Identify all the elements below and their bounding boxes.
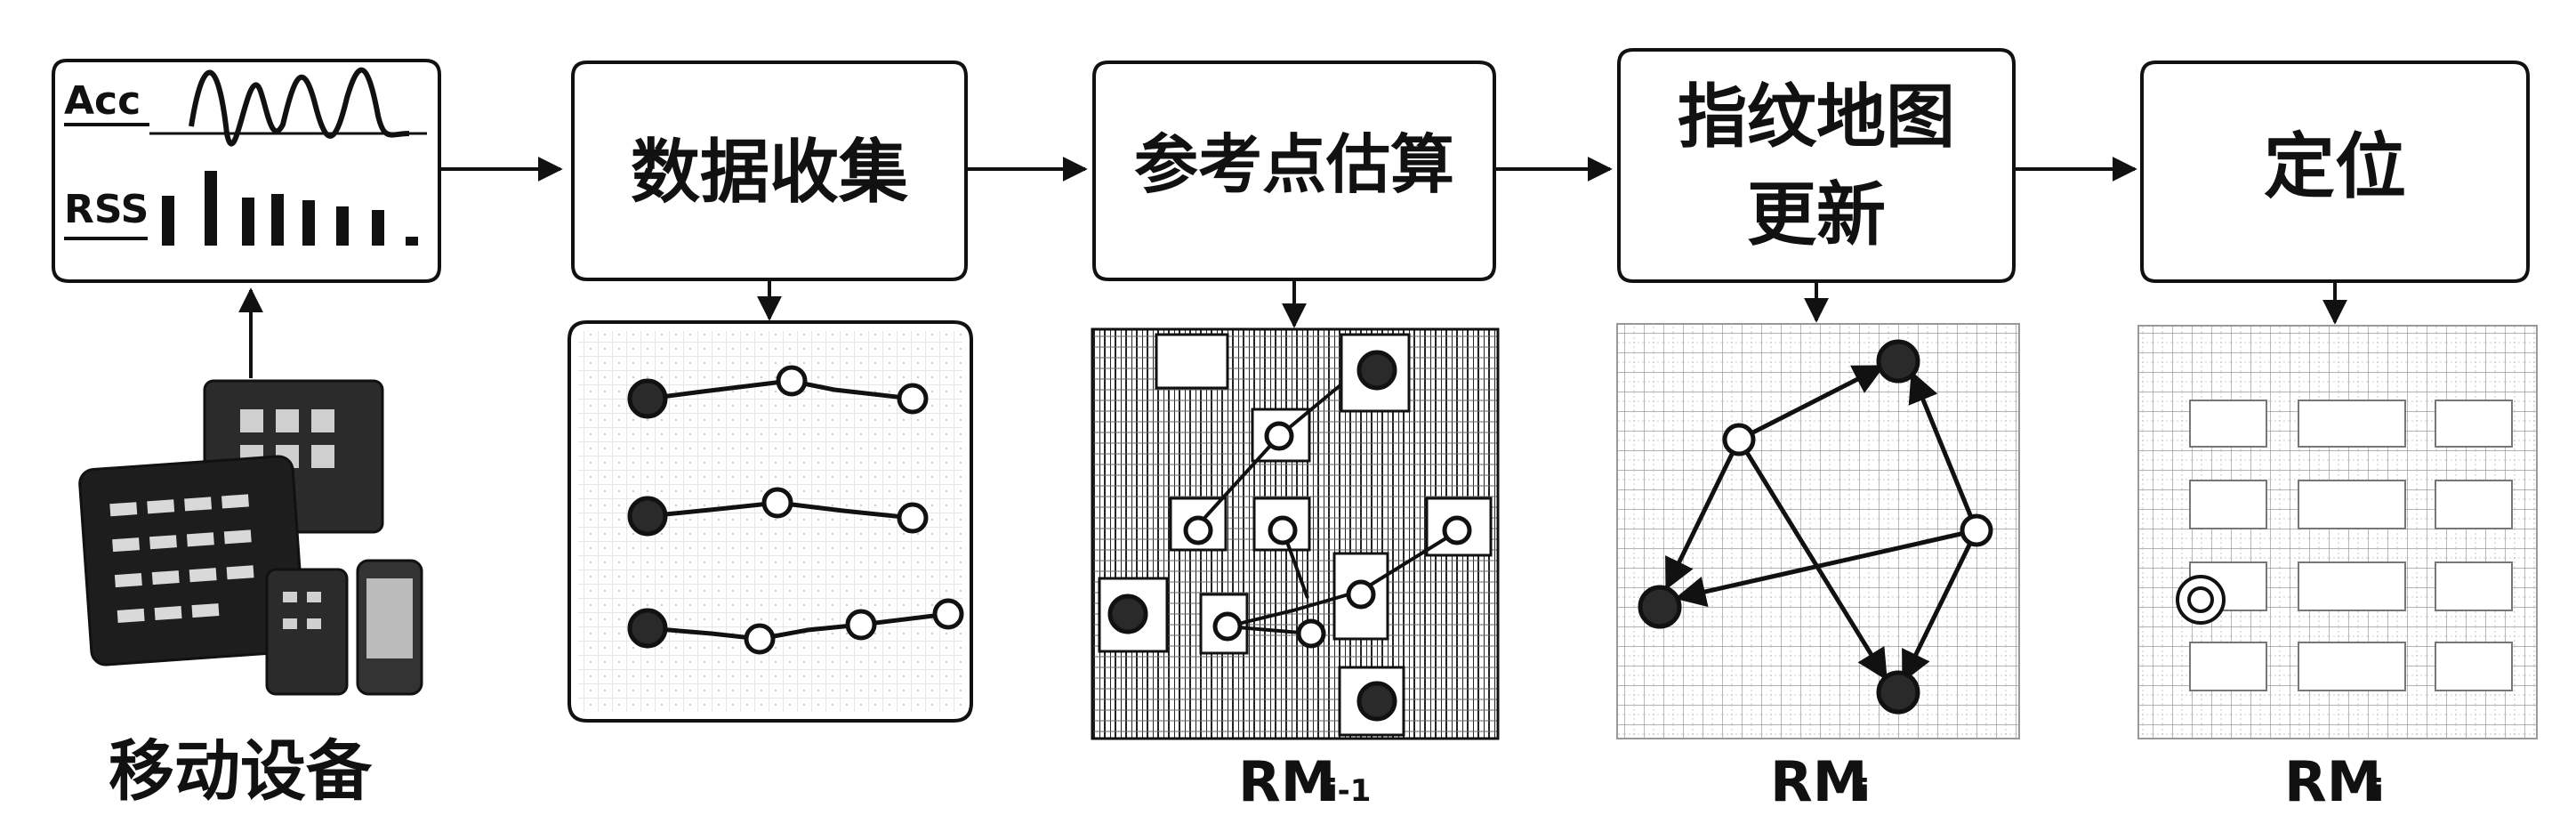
- rm-final-label: RM i: [2284, 749, 2384, 814]
- stage-label-line2: 更新: [1747, 175, 1886, 255]
- sensor-panel: Acc RSS: [52, 59, 441, 283]
- stage-label-line1: 指纹地图: [1678, 77, 1955, 158]
- updated-node-filled: [1876, 670, 1920, 715]
- start-node: [627, 496, 668, 537]
- acc-label: Acc: [64, 78, 141, 124]
- waypoint-node: [897, 502, 929, 534]
- device-label: 移动设备: [109, 733, 373, 810]
- updated-node-filled: [1876, 339, 1920, 384]
- update-arrow: [1674, 528, 1977, 608]
- updated-node-filled: [1638, 585, 1682, 629]
- rss-bar: [242, 198, 254, 246]
- update-arrow: [1736, 438, 1888, 681]
- reference-node-filled: [1107, 594, 1148, 634]
- waypoint-node: [932, 598, 964, 630]
- rss-bar: [271, 194, 284, 246]
- stage-localization: 定位: [2140, 61, 2530, 283]
- rm-final-sub: i: [2373, 773, 2384, 809]
- stage-label: 数据收集: [631, 133, 908, 213]
- stage-reference-point-estimation: 参考点估算: [1092, 61, 1496, 281]
- stage-data-collection: 数据收集: [571, 61, 968, 281]
- reference-node: [1264, 421, 1294, 451]
- reference-node: [1346, 579, 1376, 610]
- rss-bar: [162, 196, 174, 246]
- rm-prev-sub: i-1: [1327, 773, 1371, 809]
- radio-map-updated: [1616, 323, 2020, 739]
- update-arrow: [1908, 370, 1979, 531]
- waypoint-node: [897, 383, 929, 415]
- stage-label: 参考点估算: [1134, 127, 1454, 202]
- reference-node: [1442, 515, 1472, 545]
- waypoint-node: [744, 623, 776, 655]
- update-arrow: [1664, 438, 1742, 591]
- updated-node: [1722, 423, 1756, 456]
- rm-cur-sub: i: [1859, 773, 1870, 809]
- rss-bar: [302, 200, 315, 246]
- reference-node: [1296, 618, 1326, 649]
- trajectory-panel: [568, 320, 973, 723]
- rss-bars: [162, 171, 418, 246]
- update-arrow: [1901, 529, 1979, 683]
- reference-node-filled: [1356, 350, 1397, 391]
- rm-prev-label: RM i-1: [1238, 749, 1371, 814]
- rss-bar: [336, 206, 349, 246]
- start-node: [627, 378, 668, 419]
- radio-map-prev: [1091, 327, 1500, 740]
- stage-label: 定位: [2264, 125, 2406, 208]
- waypoint-node: [761, 487, 793, 519]
- rss-label: RSS: [64, 187, 149, 232]
- update-arrow: [1737, 364, 1886, 442]
- localization-map: [2137, 325, 2538, 739]
- rm-cur-label: RM i: [1770, 749, 1870, 814]
- waypoint-node: [776, 365, 808, 397]
- rm-prev-base: RM: [1238, 749, 1335, 814]
- updated-node: [1960, 513, 1993, 547]
- rss-bar: [372, 210, 384, 246]
- rm-final-base: RM: [2284, 749, 2381, 814]
- reference-node: [1268, 515, 1298, 545]
- rss-bar: [406, 237, 418, 246]
- stage-fingerprint-map-update: 指纹地图 更新: [1617, 48, 2016, 283]
- device-small: [265, 568, 349, 696]
- location-marker-icon: [2176, 575, 2226, 625]
- waypoint-node: [845, 609, 877, 641]
- rss-bar: [205, 171, 217, 246]
- reference-node-filled: [1356, 681, 1397, 722]
- reference-node: [1183, 515, 1213, 545]
- reference-node: [1212, 611, 1243, 642]
- rm-cur-base: RM: [1770, 749, 1867, 814]
- mobile-devices-image: [78, 379, 423, 696]
- start-node: [627, 608, 668, 649]
